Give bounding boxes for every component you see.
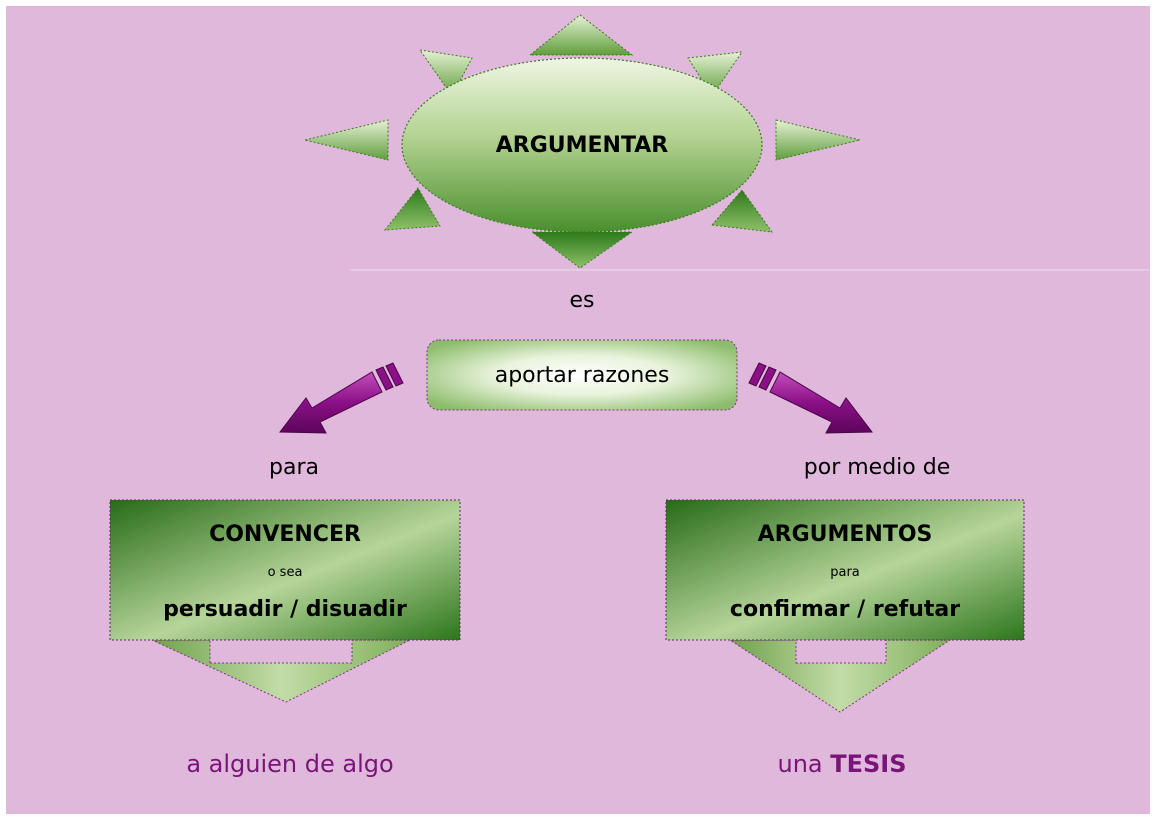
sun-rays — [304, 14, 861, 269]
right-result-bold: TESIS — [830, 750, 907, 778]
ray-right — [775, 119, 861, 161]
arrow-right — [748, 362, 873, 434]
ray-top — [528, 14, 634, 56]
root-label: ARGUMENTAR — [495, 133, 669, 158]
middle-label: aportar razones — [494, 363, 670, 388]
right-small: para — [830, 565, 860, 580]
right-connector: por medio de — [803, 455, 951, 480]
left-small: o sea — [267, 565, 303, 580]
root-ellipse — [401, 57, 763, 233]
right-title: ARGUMENTOS — [757, 522, 933, 547]
left-connector: para — [269, 455, 319, 480]
left-result: a alguien de algo — [186, 750, 394, 778]
left-box — [109, 499, 461, 641]
right-result-prefix: una — [777, 750, 831, 778]
right-line: confirmar / refutar — [729, 597, 961, 622]
ray-top-left — [418, 49, 473, 97]
right-box — [665, 499, 1025, 641]
middle-box — [426, 339, 738, 411]
left-line: persuadir / disuadir — [163, 597, 407, 622]
ray-bottom-left — [383, 187, 441, 231]
right-down-arrow — [728, 639, 952, 713]
right-result: una TESIS — [777, 750, 906, 778]
link-es: es — [569, 288, 595, 313]
ray-left — [304, 119, 389, 161]
ray-bottom-right — [711, 189, 774, 233]
left-title: CONVENCER — [209, 522, 361, 547]
ray-top-right — [687, 51, 744, 97]
arrow-left — [279, 362, 404, 434]
